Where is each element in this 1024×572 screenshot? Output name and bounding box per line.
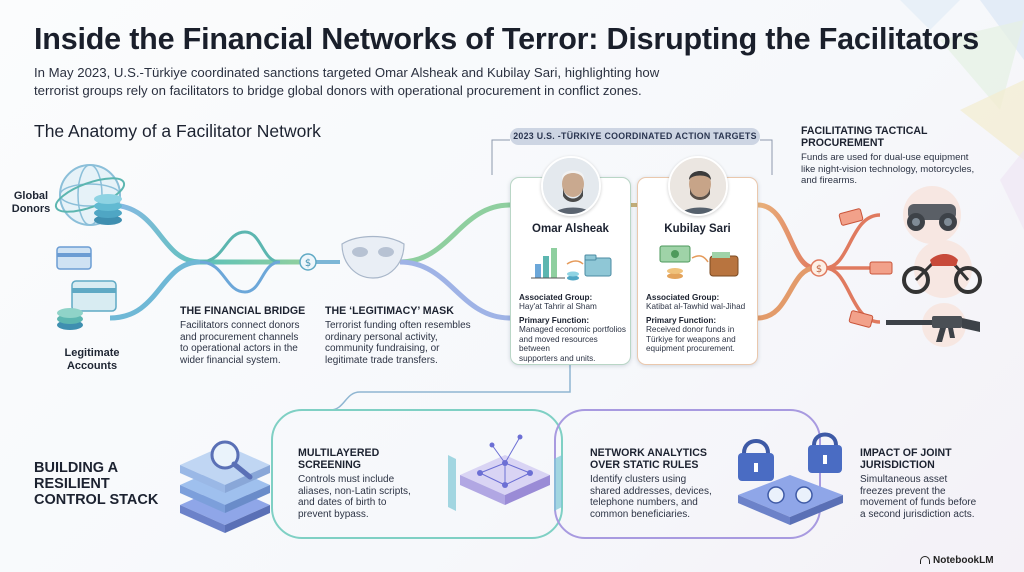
- group-value: Hay'at Tahrir al Sham: [519, 302, 597, 311]
- control-stack-heading: BUILDING A RESILIENT CONTROL STACK: [34, 460, 159, 508]
- page-subtitle: In May 2023, U.S.-Türkiye coordinated sa…: [34, 64, 754, 100]
- rifle-icon: [886, 303, 980, 347]
- svg-text:$: $: [305, 258, 311, 269]
- subtitle-line: terrorist groups rely on facilitators to…: [34, 83, 642, 98]
- mask-icon: [341, 235, 405, 279]
- group-label: Associated Group:: [519, 293, 593, 302]
- target-name: Omar Alsheak: [532, 223, 609, 235]
- function-label: Primary Function:: [646, 316, 717, 326]
- multilayered-screening-block: MULTILAYERED SCREENING Controls must inc…: [298, 447, 438, 520]
- motorcycle-icon: [902, 240, 982, 298]
- function-label: Primary Function:: [519, 316, 590, 326]
- target-name: Kubilay Sari: [664, 223, 731, 235]
- network-analytics-title: NETWORK ANALYTICS OVER STATIC RULES: [590, 447, 707, 471]
- anatomy-heading: The Anatomy of a Facilitator Network: [34, 121, 321, 141]
- coin-stack-icon: [94, 194, 122, 225]
- joint-jurisdiction-title: IMPACT OF JOINT JURISDICTION: [860, 447, 952, 471]
- cash-icon: [838, 208, 864, 226]
- function-value: Managed economic portfolios and moved re…: [519, 325, 626, 363]
- financial-bridge-block: THE FINANCIAL BRIDGE Facilitators connec…: [180, 305, 330, 366]
- credit-card-icon: [57, 280, 117, 330]
- subtitle-line: In May 2023, U.S.-Türkiye coordinated sa…: [34, 65, 660, 80]
- legitimacy-mask-title: THE ‘LEGITIMACY’ MASK: [325, 305, 454, 317]
- notebooklm-brand: NotebookLM: [920, 555, 994, 566]
- network-analytics-block: NETWORK ANALYTICS OVER STATIC RULES Iden…: [590, 447, 740, 520]
- network-analytics-body: Identify clusters using shared addresses…: [590, 474, 712, 520]
- financial-bridge-title: THE FINANCIAL BRIDGE: [180, 305, 306, 317]
- svg-text:$: $: [816, 264, 822, 275]
- network-cube-icon: [448, 434, 562, 511]
- legitimacy-mask-body: Terrorist funding often resembles ordina…: [325, 320, 471, 366]
- joint-jurisdiction-block: IMPACT OF JOINT JURISDICTION Simultaneou…: [860, 447, 1010, 520]
- procurement-body: Funds are used for dual-use equipment li…: [801, 152, 975, 187]
- multilayered-screening-title: MULTILAYERED SCREENING: [298, 447, 380, 471]
- magnifier-icon: [180, 440, 270, 533]
- dollar-coin-icon: $: [299, 253, 317, 271]
- padlock-icon: [738, 432, 843, 525]
- night-vision-icon: [903, 186, 961, 244]
- procurement-block: FACILITATING TACTICAL PROCUREMENT Funds …: [801, 125, 1001, 187]
- wallet-icon: [659, 245, 739, 279]
- legitimacy-mask-block: THE ‘LEGITIMACY’ MASK Terrorist funding …: [325, 305, 495, 366]
- page-title: Inside the Financial Networks of Terror:…: [34, 22, 980, 56]
- legitimate-accounts-label: Legitimate Accounts: [64, 347, 120, 372]
- targets-banner: 2023 U.S. -TÜRKIYE COORDINATED ACTION TA…: [510, 128, 760, 145]
- global-donors-label: Global Donors: [11, 190, 51, 215]
- avatar: [541, 156, 601, 216]
- group-label: Associated Group:: [646, 293, 720, 302]
- notebooklm-logo-icon: [920, 556, 930, 565]
- bar-chart-icon: [531, 248, 612, 281]
- group-value: Katibat al-Tawhid wal-Jihad: [646, 302, 746, 311]
- financial-bridge-body: Facilitators connect donors and procurem…: [180, 320, 300, 366]
- multilayered-screening-body: Controls must include aliases, non-Latin…: [298, 474, 411, 520]
- cash-icon: [869, 261, 893, 275]
- target-card-omar-alsheak: Omar Alsheak Associated Group: Hay'at Ta…: [510, 156, 631, 365]
- avatar: [668, 156, 728, 216]
- cash-icon: [848, 310, 874, 328]
- dollar-coin-icon: $: [810, 259, 828, 277]
- joint-jurisdiction-body: Simultaneous asset freezes prevent the m…: [860, 474, 977, 520]
- function-value: Received donor funds in Türkiye for weap…: [646, 325, 736, 354]
- target-card-kubilay-sari: Kubilay Sari Associated Group: Katibat a…: [637, 156, 758, 365]
- credit-card-icon: [56, 246, 92, 270]
- procurement-title: FACILITATING TACTICAL PROCUREMENT: [801, 125, 928, 149]
